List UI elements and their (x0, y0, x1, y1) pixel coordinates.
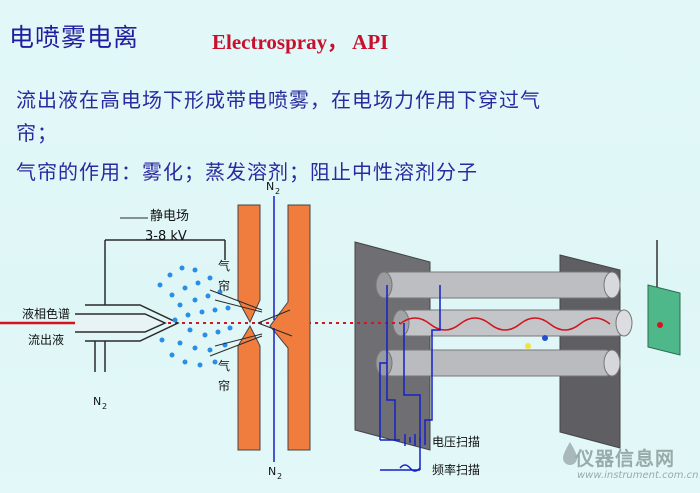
ion-blue (542, 335, 548, 341)
voltage-scan-label: 电压扫描 (432, 435, 480, 449)
effluent-label: 流出液 (28, 332, 64, 347)
field-label: 静电场 (150, 209, 189, 224)
n2-sub-bottom: 2 (277, 472, 282, 481)
n2-sub-left: 2 (102, 402, 107, 411)
watermark-url: www.instrument.com.cn (577, 470, 699, 481)
ion-trajectory (399, 317, 611, 331)
n2-label-top: N (266, 180, 274, 193)
body-line-2: 帘； (16, 121, 58, 145)
capillary-nozzle (75, 239, 226, 372)
watermark-drop-icon (563, 442, 577, 465)
watermark-text: 仪器信息网 (575, 448, 676, 470)
curtain-top-1: 气 (218, 258, 230, 273)
lc-label: 液相色谱 (22, 306, 70, 321)
field-value: 3-8 kV (145, 229, 187, 244)
body-line-3: 气帘的作用：雾化；蒸发溶剂；阻止中性溶剂分子 (16, 160, 478, 184)
curtain-top-2: 帘 (218, 278, 230, 293)
freq-scan-label: 频率扫描 (432, 462, 480, 477)
page-title: 电喷雾电离 (9, 23, 140, 52)
quadrupole-rods (375, 271, 633, 377)
ac-symbol (399, 464, 421, 472)
page-subtitle: Electrospray， API (212, 30, 389, 54)
spray-droplets (157, 265, 233, 368)
n2-label-bottom: N (268, 465, 276, 478)
n2-sub-top: 2 (275, 187, 280, 196)
curtain-plates (237, 204, 311, 451)
curtain-arrows (209, 289, 293, 357)
ion-yellow (525, 343, 531, 349)
curtain-bottom-2: 帘 (218, 378, 230, 393)
curtain-bottom-1: 气 (218, 358, 230, 373)
n2-label-left: N (93, 395, 101, 408)
battery-symbol (404, 434, 421, 446)
body-line-1: 流出液在高电场下形成带电喷雾，在电场力作用下穿过气 (16, 88, 541, 112)
detector-spot (657, 322, 663, 328)
quad-wiring (379, 285, 441, 471)
detector-plate (647, 284, 681, 356)
